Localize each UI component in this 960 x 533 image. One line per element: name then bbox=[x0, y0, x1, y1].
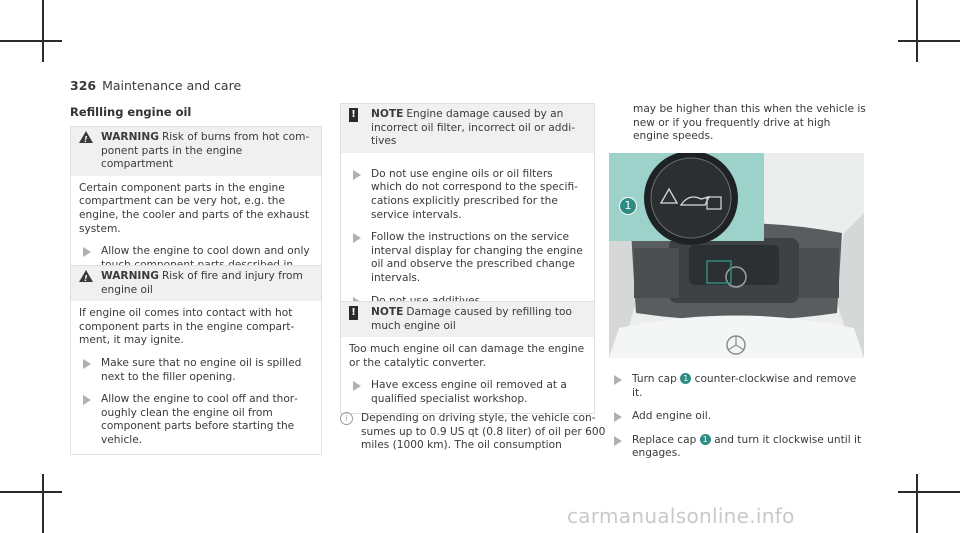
page-header: 326 Maintenance and care bbox=[70, 78, 241, 93]
crop-mark bbox=[0, 40, 62, 42]
section-title: Maintenance and care bbox=[102, 78, 242, 93]
arrow-bullet-icon bbox=[83, 247, 91, 258]
arrow-bullet-icon bbox=[353, 169, 361, 180]
note-exclamation-icon: ! bbox=[349, 306, 358, 320]
arrow-bullet-icon bbox=[614, 435, 622, 446]
note-exclamation-icon: ! bbox=[349, 108, 358, 122]
crop-mark bbox=[916, 0, 918, 62]
list-item: Turn cap 1 counter-clockwise and remove … bbox=[610, 373, 865, 400]
callout-1: 1 bbox=[619, 197, 637, 215]
engine-bay-figure: 1 bbox=[609, 153, 864, 358]
arrow-bullet-icon bbox=[353, 381, 361, 392]
warning-body: If engine oil comes into contact with ho… bbox=[79, 307, 295, 347]
list-item: Follow the instructions on the service i… bbox=[349, 231, 586, 285]
list-item: Have excess engine oil removed at a qual… bbox=[349, 379, 586, 406]
note-label: NOTE bbox=[371, 306, 404, 318]
warning-body: Certain component parts in the engine co… bbox=[79, 181, 310, 235]
page-number: 326 bbox=[70, 78, 97, 93]
instruction-list: Turn cap 1 counter-clockwise and remove … bbox=[610, 373, 865, 461]
crop-mark bbox=[42, 474, 44, 533]
note-heading: Damage caused by refilling too much engi… bbox=[371, 306, 573, 332]
crop-mark bbox=[0, 491, 62, 493]
arrow-bullet-icon bbox=[83, 395, 91, 406]
note-heading: Engine damage caused by an incorrect oil… bbox=[371, 108, 576, 148]
crop-mark bbox=[42, 0, 44, 62]
arrow-bullet-icon bbox=[614, 375, 622, 385]
engine-bay-illustration bbox=[609, 153, 864, 358]
info-text: Depending on driving style, the vehicle … bbox=[361, 412, 606, 452]
warning-label: WARNING bbox=[101, 131, 159, 143]
page-title: Refilling engine oil bbox=[70, 105, 192, 119]
list-item: Allow the engine to cool off and thor­ou… bbox=[79, 393, 313, 447]
warning-triangle-icon: ! bbox=[79, 131, 93, 144]
callout-1-inline: 1 bbox=[680, 373, 692, 384]
list-item: Make sure that no engine oil is spilled … bbox=[79, 357, 313, 384]
warning-triangle-icon: ! bbox=[79, 270, 93, 283]
note-label: NOTE bbox=[371, 108, 404, 120]
crop-mark bbox=[898, 40, 960, 42]
crop-mark bbox=[898, 491, 960, 493]
arrow-bullet-icon bbox=[614, 412, 622, 423]
crop-mark bbox=[916, 474, 918, 533]
info-icon: i bbox=[340, 412, 353, 425]
arrow-bullet-icon bbox=[83, 358, 91, 369]
list-item: Add engine oil. bbox=[610, 410, 865, 424]
info-paragraph: i Depending on driving style, the vehicl… bbox=[340, 412, 613, 453]
continued-paragraph: may be higher than this when the vehicle… bbox=[633, 103, 866, 143]
arrow-bullet-icon bbox=[353, 233, 361, 244]
list-item: Do not use engine oils or oil filters wh… bbox=[349, 168, 586, 222]
watermark: carmanualsonline.info bbox=[567, 504, 795, 528]
callout-1-inline: 1 bbox=[699, 433, 711, 445]
list-item: Replace cap 1 and turn it clockwise unti… bbox=[610, 433, 865, 461]
warning-label: WARNING bbox=[101, 270, 159, 282]
warning-heading: Risk of burns from hot com­ponent parts … bbox=[101, 131, 310, 171]
warning-heading: Risk of fire and injury from engine oil bbox=[101, 270, 303, 296]
note-body: Too much engine oil can damage the engin… bbox=[349, 343, 585, 369]
